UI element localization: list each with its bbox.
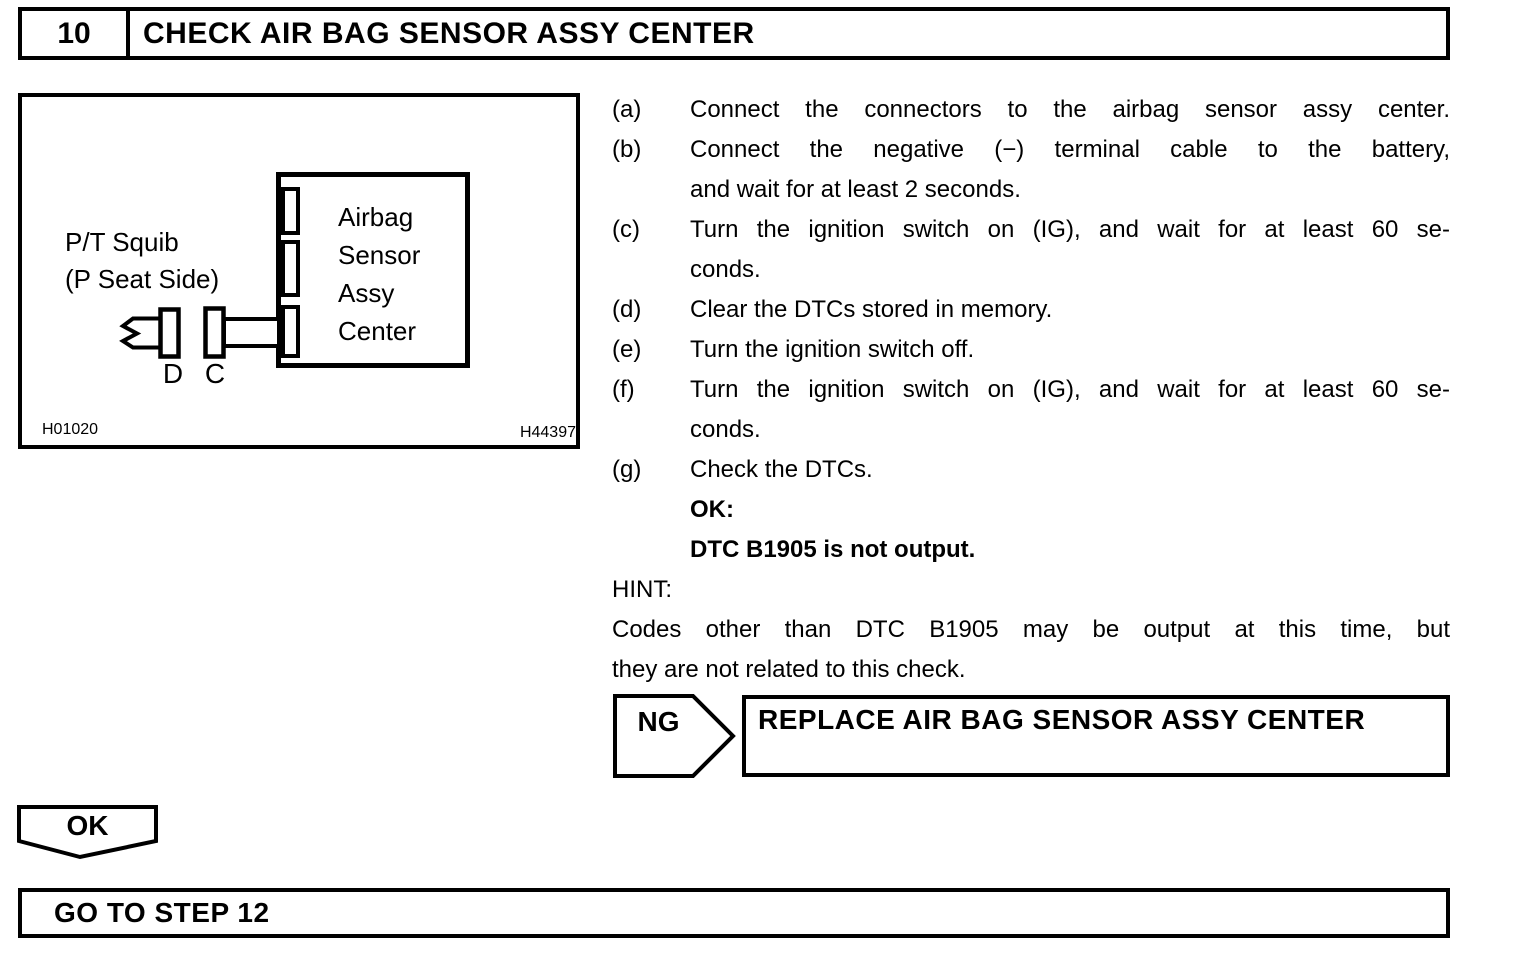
goto-step-bar: GO TO STEP 12: [18, 888, 1450, 938]
wire-break-icon: [119, 316, 164, 350]
connector-c-label: C: [204, 358, 226, 389]
harness-bar: [222, 317, 281, 348]
procedure-steps: (a) Connect the connectors to the airbag…: [612, 90, 1450, 690]
sensor-box-socket-3: [281, 305, 300, 358]
step-a: (a) Connect the connectors to the airbag…: [612, 90, 1450, 130]
squib-label-line2: (P Seat Side): [65, 264, 220, 294]
figure-code-left: H01020: [42, 421, 99, 438]
step-number: 10: [22, 11, 130, 56]
sensor-box-label: Airbag Sensor Assy Center: [338, 202, 421, 346]
connector-d: [158, 307, 181, 359]
connector-c: [203, 306, 226, 359]
hint-line: they are not related to this check.: [612, 656, 966, 683]
ng-action-text: REPLACE AIR BAG SENSOR ASSY CENTER: [758, 704, 1366, 735]
sensor-box-socket-1: [281, 187, 300, 235]
wiring-figure-art: [119, 172, 470, 368]
step-f: (f) Turn the ignition switch on (IG), an…: [612, 370, 1450, 450]
squib-label: P/T Squib (P Seat Side): [65, 224, 219, 298]
step-d: (d) Clear the DTCs stored in memory.: [612, 290, 1450, 330]
ng-label: NG: [637, 706, 680, 737]
figure-code-right: H44397: [519, 424, 576, 441]
step-label: (c): [612, 216, 640, 243]
sensor-assy-box: [276, 172, 470, 368]
step-header-bar: 10 CHECK AIR BAG SENSOR ASSY CENTER: [18, 7, 1450, 60]
ng-arrow-shape: [613, 694, 736, 778]
ng-arrow: [613, 694, 736, 778]
hint-label: HINT:: [612, 576, 672, 603]
step-label: (e): [612, 336, 642, 363]
step-label: (d): [612, 296, 642, 323]
step-title: CHECK AIR BAG SENSOR ASSY CENTER: [143, 16, 755, 50]
step-label: (a): [612, 96, 642, 123]
step-label: (f): [612, 376, 635, 403]
goto-step-text: GO TO STEP 12: [54, 897, 270, 928]
hint-line: Codes other than DTC B1905 may be output…: [612, 616, 1450, 643]
ng-action-box: REPLACE AIR BAG SENSOR ASSY CENTER: [742, 695, 1450, 777]
ok-label: OK: [66, 810, 109, 841]
ok-criteria-text: DTC B1905 is not output.: [690, 536, 976, 563]
step-e: (e) Turn the ignition switch off.: [612, 330, 1450, 370]
step-c: (c) Turn the ignition switch on (IG), an…: [612, 210, 1450, 290]
step-b: (b) Connect the negative (−) terminal ca…: [612, 130, 1450, 210]
sensor-box-socket-2: [281, 240, 300, 297]
ok-criteria-label: OK:: [690, 496, 734, 523]
step-label: (b): [612, 136, 642, 163]
connector-d-label: D: [162, 358, 184, 389]
squib-label-line1: P/T Squib: [65, 227, 179, 257]
step-g: (g) Check the DTCs.: [612, 450, 1450, 490]
step-label: (g): [612, 456, 642, 483]
ok-pennant: [17, 805, 158, 860]
ok-pennant-shape: [17, 805, 158, 860]
